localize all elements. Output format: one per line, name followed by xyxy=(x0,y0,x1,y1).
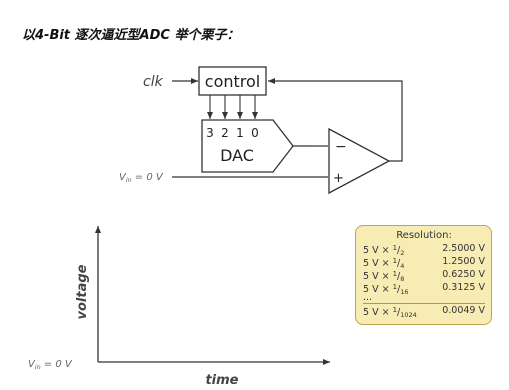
control-block xyxy=(198,66,267,96)
resolution-expr: 5 V × 1/8 xyxy=(363,270,405,283)
resolution-value: 0.6250 V xyxy=(442,269,485,280)
resolution-row: 5 V × 1/8 0.6250 V xyxy=(363,268,485,283)
vin-label: Vin= 0 V xyxy=(119,172,164,184)
resolution-expr: 5 V × 1/16 xyxy=(363,283,409,296)
feedback-wire xyxy=(268,78,403,162)
resolution-value: 2.5000 V xyxy=(442,243,485,254)
resolution-row-last: 5 V × 1/1024 0.0049 V xyxy=(363,303,485,319)
resolution-box: Resolution: 5 V × 1/2 2.5000 V 5 V × 1/4… xyxy=(355,225,492,325)
clk-label: clk xyxy=(143,74,164,90)
resolution-value: 0.3125 V xyxy=(442,282,485,293)
resolution-value: 0.0049 V xyxy=(442,305,485,316)
y-axis-label: voltage xyxy=(75,264,90,319)
x-axis-label: time xyxy=(205,373,238,388)
page-heading: 以4-Bit 逐次逼近型ADC 举个栗子： xyxy=(22,28,240,43)
comparator-minus: − xyxy=(335,139,347,155)
resolution-expr: 5 V × 1/2 xyxy=(363,244,405,257)
bit-label-0: 0 xyxy=(251,126,259,140)
control-label: control xyxy=(205,72,260,91)
comparator-plus: + xyxy=(333,171,344,186)
resolution-title: Resolution: xyxy=(396,230,452,241)
resolution-row: 5 V × 1/4 1.2500 V xyxy=(363,255,485,270)
comparator xyxy=(328,127,391,195)
resolution-row: 5 V × 1/2 2.5000 V xyxy=(363,242,485,257)
resolution-expr: 5 V × 1/4 xyxy=(363,257,405,270)
dac-block xyxy=(201,119,294,173)
bit-label-2: 2 xyxy=(221,126,229,140)
dac-label: DAC xyxy=(220,146,254,165)
resolution-ellipsis: ... xyxy=(363,292,373,303)
bit-label-3: 3 xyxy=(206,126,214,140)
resolution-expr: 5 V × 1/1024 xyxy=(363,306,417,319)
resolution-row: 5 V × 1/16 0.3125 V xyxy=(363,281,485,296)
bit-label-1: 1 xyxy=(236,126,244,140)
plot-vin-label: Vin= 0 V xyxy=(28,359,73,371)
resolution-value: 1.2500 V xyxy=(442,256,485,267)
